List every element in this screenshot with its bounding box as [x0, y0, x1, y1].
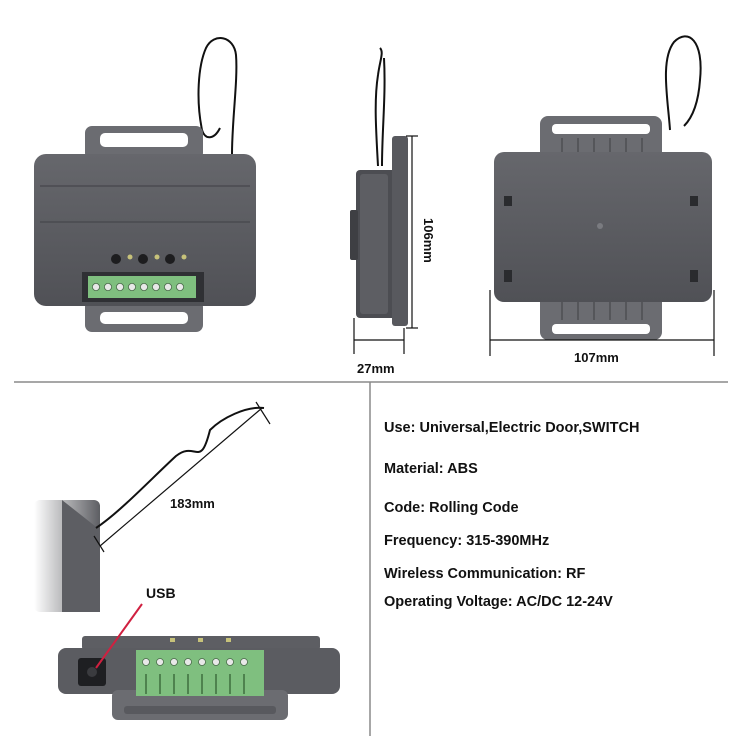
- dimension-antenna: 183mm: [170, 496, 215, 511]
- dimension-depth: 27mm: [357, 361, 395, 376]
- device-bottom-view: USB: [58, 585, 340, 720]
- indicator-leds: [111, 254, 187, 264]
- spec-material: Material: ABS: [384, 461, 478, 477]
- dimension-width: 107mm: [574, 350, 619, 365]
- device-front-view: [34, 37, 256, 332]
- spec-frequency: Frequency: 315-390MHz: [384, 533, 550, 549]
- spec-voltage: Operating Voltage: AC/DC 12-24V: [384, 594, 613, 610]
- usb-pointer-line: [95, 603, 143, 669]
- spec-use: Use: Universal,Electric Door,SWITCH: [384, 420, 640, 436]
- dimension-height: 106mm: [421, 218, 436, 263]
- antenna-length-detail: 183mm: [34, 401, 271, 612]
- terminal-block-front: [82, 272, 204, 302]
- usb-label: USB: [146, 585, 176, 601]
- device-side-view: 106mm 27mm: [350, 47, 436, 376]
- antenna-wire: [197, 37, 238, 155]
- antenna-wire-detail: [95, 406, 265, 529]
- antenna-wire-side: [374, 47, 386, 167]
- spec-code: Code: Rolling Code: [384, 500, 519, 516]
- terminal-block-bottom: [136, 650, 264, 696]
- device-back-body: [494, 152, 712, 302]
- device-back-view: 107mm: [489, 35, 715, 365]
- spec-wireless: Wireless Communication: RF: [384, 566, 586, 582]
- device-body: [34, 154, 256, 306]
- antenna-wire-back: [664, 35, 702, 131]
